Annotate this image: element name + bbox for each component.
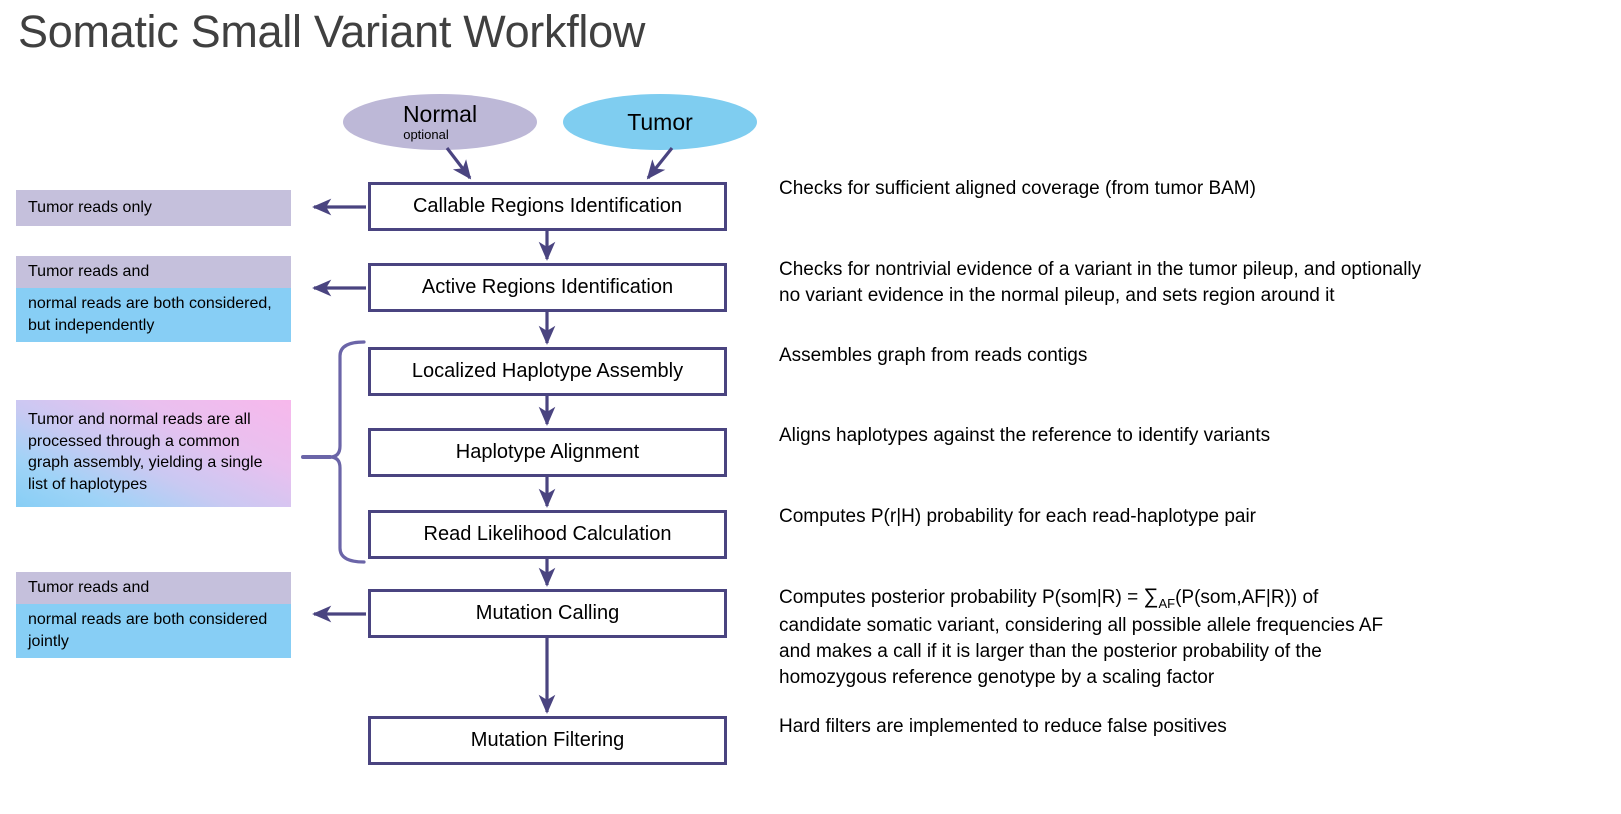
description-mutation-calling-prefix: Computes posterior probability P(som|R) … — [779, 587, 1144, 608]
ellipse-label-tumor: Tumor — [627, 108, 693, 135]
description-read-likelihood: Computes P(r|H) probability for each rea… — [779, 506, 1256, 527]
description-mutation-calling-suffix: (P(som,AF|R)) of candidate somatic varia… — [779, 587, 1384, 688]
flow-box-read-likelihood: Read Likelihood Calculation — [368, 510, 727, 559]
source-ellipse-normal: Normal optional — [343, 94, 537, 150]
note-tumor-reads-and-upper: Tumor reads and — [16, 256, 291, 288]
description-haplotype-assembly: Assembles graph from reads contigs — [779, 345, 1088, 366]
note-joint-consideration: normal reads are both considered jointly — [16, 604, 291, 658]
sigma-subscript-af: AF — [1158, 595, 1176, 611]
source-ellipse-tumor: Tumor — [563, 94, 757, 150]
ellipse-sublabel-optional: optional — [403, 127, 449, 142]
sigma-icon: ∑ — [1143, 585, 1159, 608]
description-mutation-filtering: Hard filters are implemented to reduce f… — [779, 716, 1227, 737]
note-common-graph-assembly: Tumor and normal reads are all processed… — [16, 400, 291, 507]
description-callable-regions: Checks for sufficient aligned coverage (… — [779, 178, 1256, 199]
note-tumor-reads-only: Tumor reads only — [16, 190, 291, 226]
description-mutation-calling: Computes posterior probability P(som|R) … — [779, 583, 1383, 691]
ellipse-label-normal: Normal — [402, 101, 478, 127]
page-title: Somatic Small Variant Workflow — [18, 6, 646, 57]
bracket-middle-steps — [329, 340, 366, 564]
description-active-regions: Checks for nontrivial evidence of a vari… — [779, 259, 1422, 307]
arrow-tumor-to-callable — [646, 147, 674, 180]
arrow-normal-to-callable — [445, 147, 472, 180]
flow-box-haplotype-alignment: Haplotype Alignment — [368, 428, 727, 477]
flow-box-callable-regions: Callable Regions Identification — [368, 182, 727, 231]
note-tumor-reads-and-lower: Tumor reads and — [16, 572, 291, 604]
description-haplotype-alignment: Aligns haplotypes against the reference … — [779, 425, 1271, 446]
note-independent-consideration: normal reads are both considered, but in… — [16, 288, 291, 342]
flow-box-mutation-calling: Mutation Calling — [368, 589, 727, 638]
flow-box-haplotype-assembly: Localized Haplotype Assembly — [368, 347, 727, 396]
flow-box-mutation-filtering: Mutation Filtering — [368, 716, 727, 765]
flow-box-active-regions: Active Regions Identification — [368, 263, 727, 312]
